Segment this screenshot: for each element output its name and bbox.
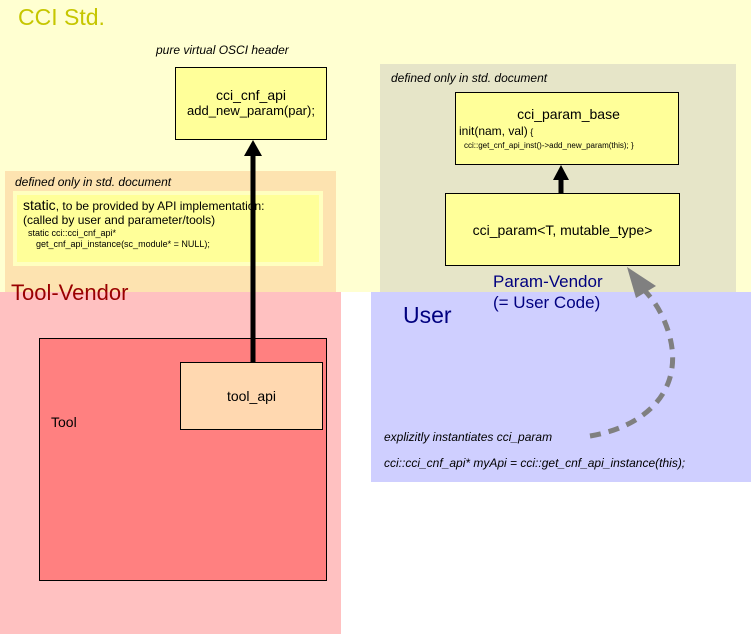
cci-param-base-init: init(nam, val) {	[459, 124, 678, 140]
cci-cnf-api-box: cci_cnf_api add_new_param(par);	[175, 67, 327, 140]
tool-api-label: tool_api	[226, 388, 277, 404]
explicit-instantiation-note: explizitly instantiates cci_param	[384, 430, 553, 444]
user-title: User	[403, 302, 452, 328]
cci-std-title: CCI Std.	[18, 4, 105, 30]
static-keyword: static	[23, 197, 56, 213]
init-brace: {	[527, 127, 534, 137]
static-line-1: static, to be provided by API implementa…	[23, 198, 313, 213]
cci-param-base-box: cci_param_base init(nam, val) { cci::get…	[455, 92, 679, 165]
instantiation-dashed-arrow	[589, 288, 676, 439]
instantiation-dashed-arrowhead	[627, 267, 656, 298]
std-document-note-left: defined only in std. document	[15, 175, 172, 189]
cci-cnf-api-title: cci_cnf_api	[215, 87, 287, 103]
static-api-box: static, to be provided by API implementa…	[13, 191, 323, 266]
static-line-1-rest: , to be provided by API implementation:	[55, 199, 265, 213]
cci-cnf-api-method: add_new_param(par);	[187, 103, 315, 118]
param-vendor-title: Param-Vendor (= User Code)	[493, 271, 603, 313]
param-vendor-line1: Param-Vendor	[493, 272, 603, 291]
osci-header-note: pure virtual OSCI header	[156, 43, 289, 57]
user-region	[371, 292, 751, 482]
std-document-note-right: defined only in std. document	[391, 71, 548, 85]
param-vendor-line2: (= User Code)	[493, 293, 601, 312]
tool-api-to-cnf-api-arrowhead	[244, 140, 262, 156]
static-line-3: static cci::cci_cnf_api*	[28, 228, 117, 238]
cci-param-base-title: cci_param_base	[517, 106, 620, 122]
static-line-4: get_cnf_api_instance(sc_module* = NULL);	[36, 239, 210, 249]
tool-vendor-title: Tool-Vendor	[11, 280, 129, 305]
cci-param-box: cci_param<T, mutable_type>	[445, 193, 680, 266]
init-signature: init(nam, val)	[459, 124, 528, 138]
tool-label: Tool	[51, 414, 77, 430]
param-to-base-arrowhead	[553, 165, 569, 180]
tool-api-box: tool_api	[180, 362, 323, 430]
cci-param-title: cci_param<T, mutable_type>	[472, 222, 653, 238]
cci-param-base-body: cci::get_cnf_api_inst()->add_new_param(t…	[464, 141, 634, 150]
static-line-2: (called by user and parameter/tools)	[23, 213, 216, 227]
my-api-code-note: cci::cci_cnf_api* myApi = cci::get_cnf_a…	[384, 456, 686, 470]
